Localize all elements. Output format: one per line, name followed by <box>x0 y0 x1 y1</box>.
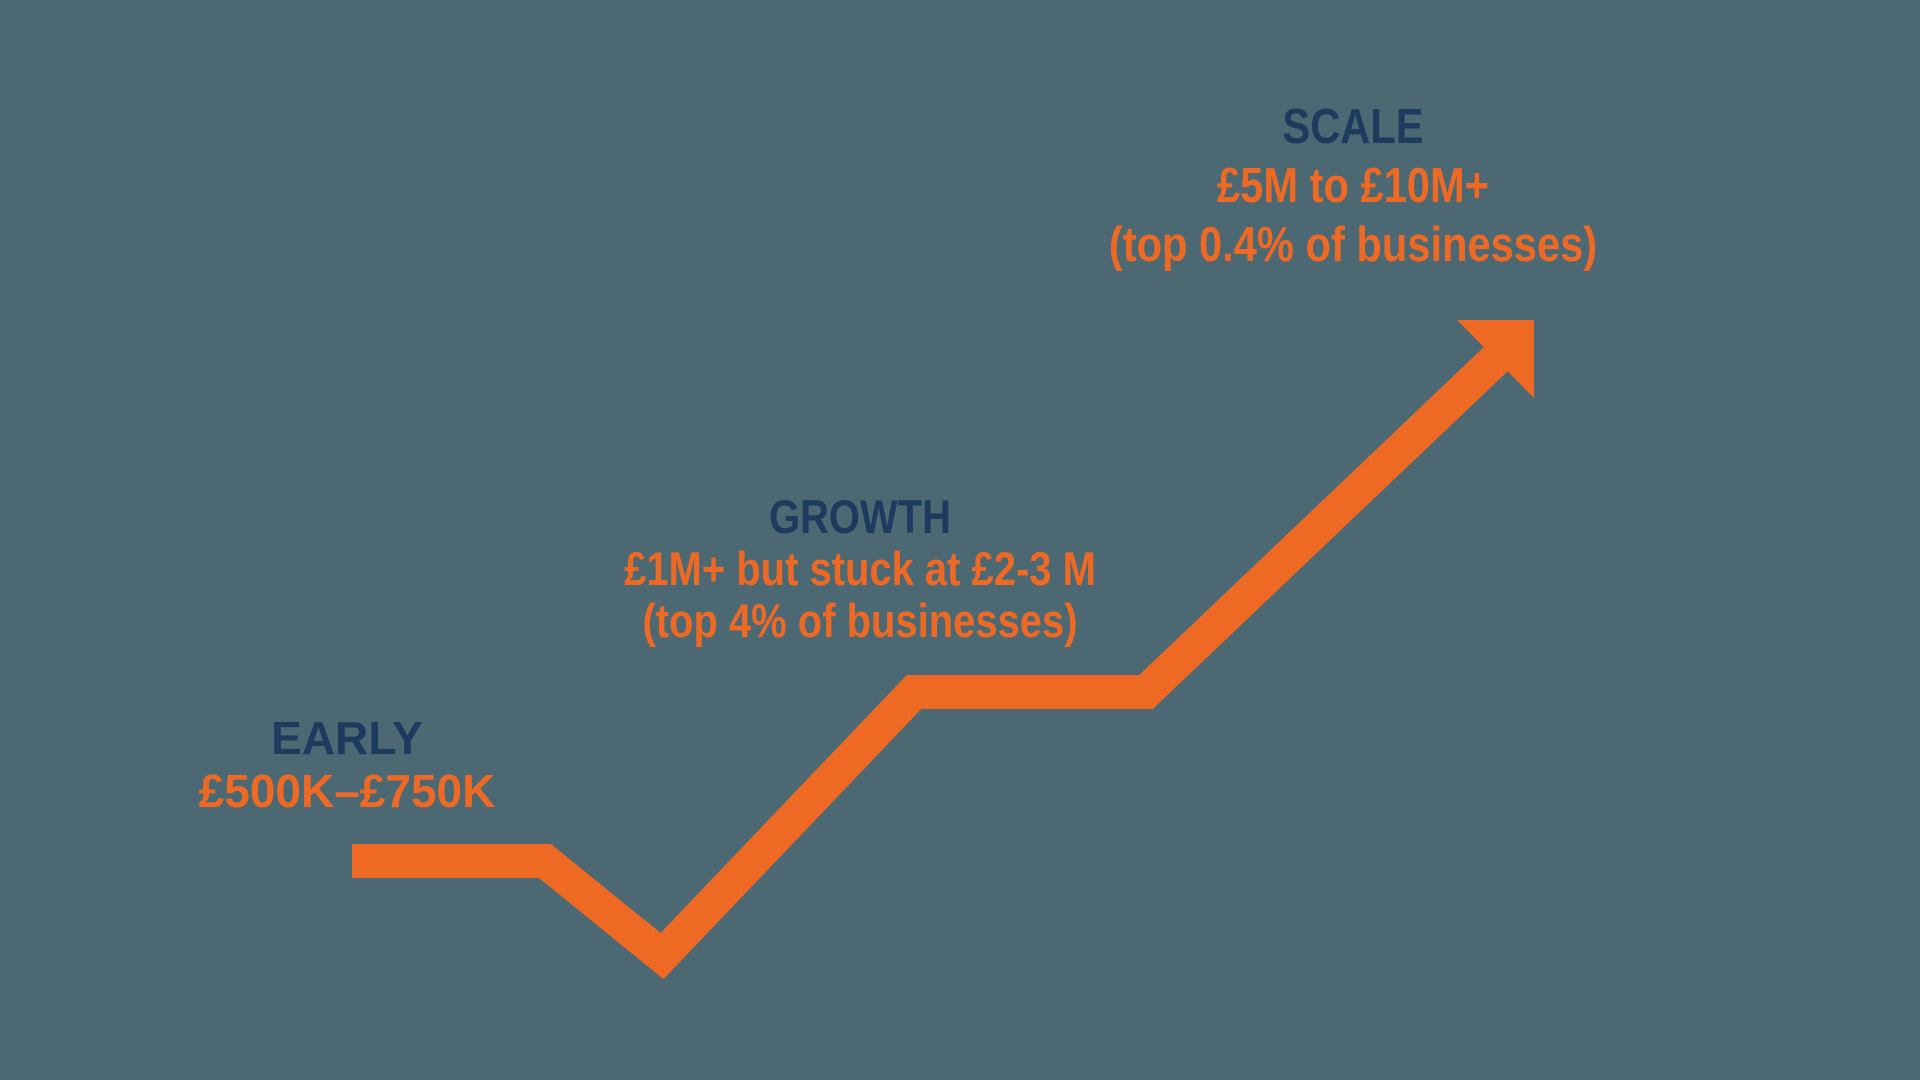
stage-scale-block: SCALE £5M to £10M+ (top 0.4% of business… <box>1030 98 1676 275</box>
arrow-head-icon <box>1457 320 1534 398</box>
stage-scale-range: £5M to £10M+ <box>1217 159 1489 213</box>
stage-growth-title: GROWTH <box>769 490 951 543</box>
stage-early-range: £500K–£750K <box>198 765 496 817</box>
stage-growth-range: £1M+ but stuck at £2-3 M <box>624 542 1096 595</box>
stage-scale-note: (top 0.4% of businesses) <box>1108 218 1598 272</box>
stage-growth-block: GROWTH £1M+ but stuck at £2-3 M (top 4% … <box>588 491 1132 647</box>
stage-early-title: EARLY <box>271 712 423 764</box>
stage-scale-title: SCALE <box>1282 100 1424 154</box>
stage-growth-note: (top 4% of businesses) <box>642 594 1078 647</box>
arrow-zigzag-line <box>352 344 1510 980</box>
stage-early-block: EARLY £500K–£750K <box>97 712 597 818</box>
